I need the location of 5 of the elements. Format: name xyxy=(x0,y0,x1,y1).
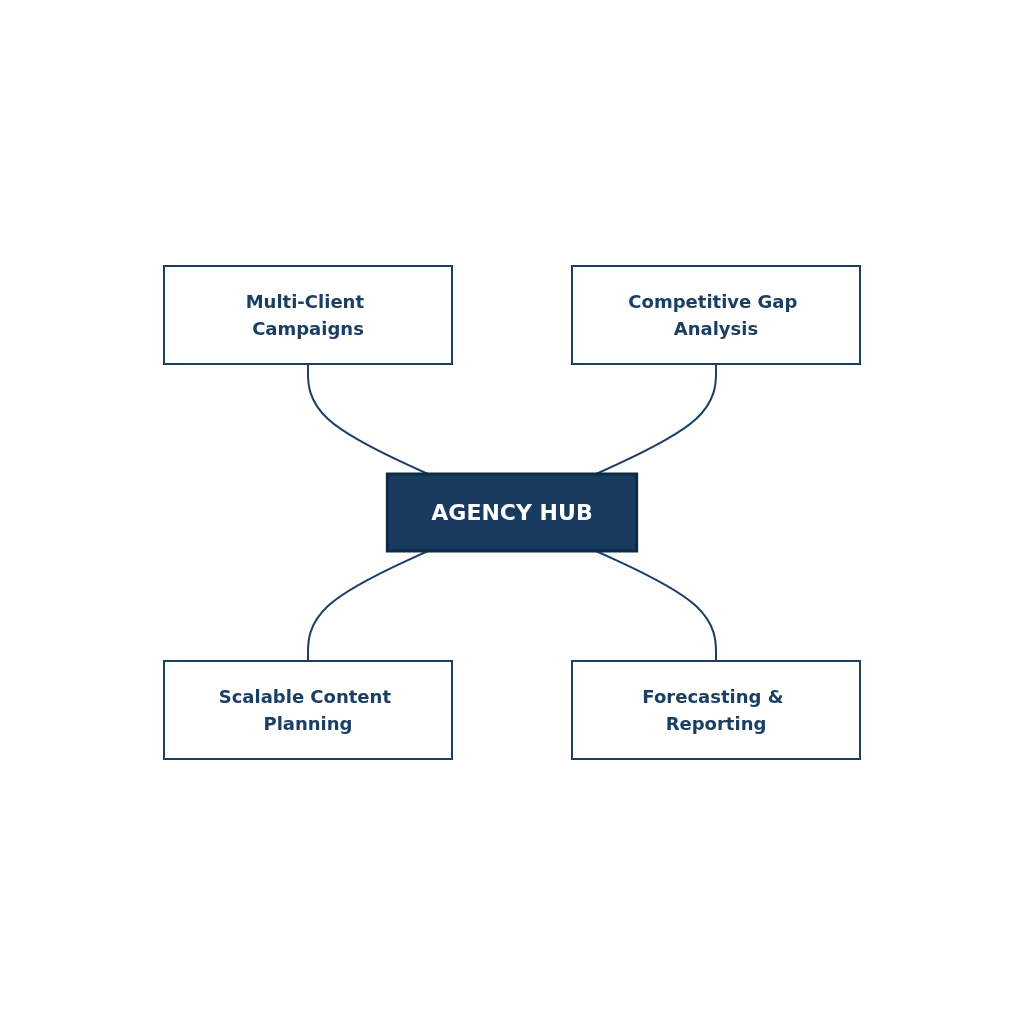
node-box: AGENCY HUB xyxy=(385,472,639,552)
node-box: Multi-Client Campaigns xyxy=(163,264,453,365)
node-box: Competitive Gap Analysis xyxy=(571,264,861,365)
node-box: Scalable Content Planning xyxy=(163,659,453,760)
node-box: Forecasting & Reporting xyxy=(571,659,861,760)
